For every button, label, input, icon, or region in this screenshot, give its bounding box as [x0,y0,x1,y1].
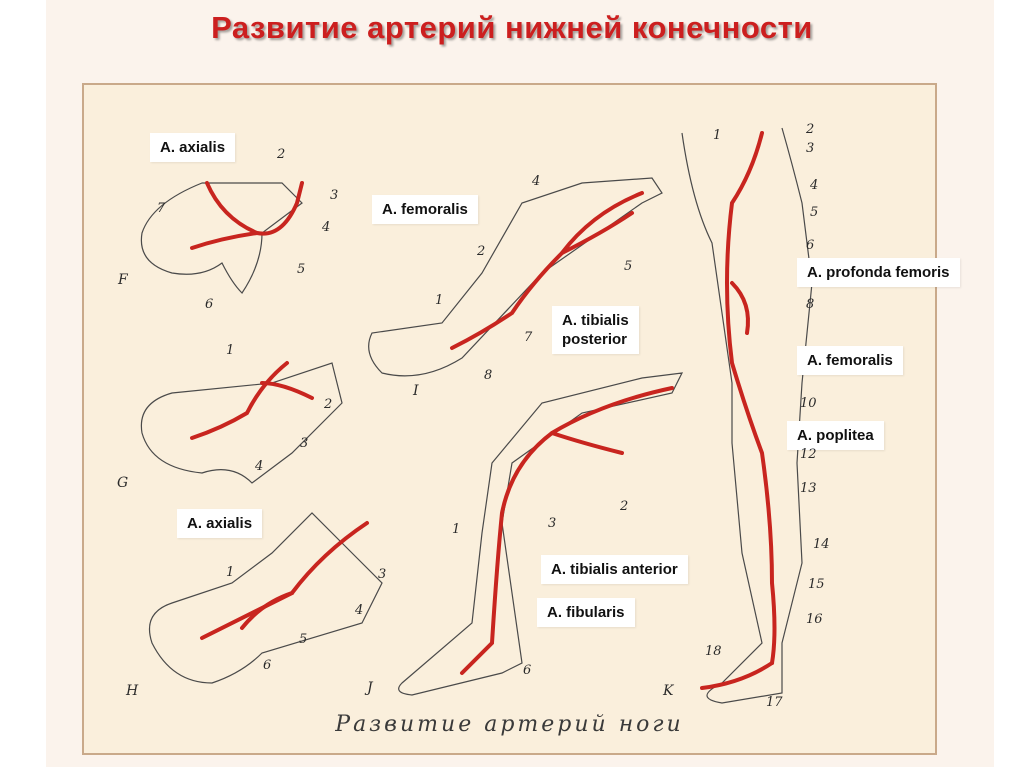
number-j: 2 [620,499,628,514]
number-k: 8 [806,297,814,312]
slide-title: Развитие артерий нижней конечности [0,10,1024,46]
number-h: 3 [378,567,386,582]
number-f: 2 [277,147,285,162]
number-h: 5 [299,632,307,647]
number-k: 18 [705,644,722,659]
stage-letter-g: G [117,475,128,491]
label-femoralis-right: A. femoralis [797,346,903,375]
stage-g-outline [141,363,342,483]
label-tibialis-posterior-line1: A. tibialis [562,311,629,330]
label-profunda-femoris: A. profonda femoris [797,258,960,287]
number-k: 17 [766,695,783,710]
number-k: 5 [810,205,818,220]
number-g: 3 [300,436,308,451]
label-femoralis-mid: A. femoralis [372,195,478,224]
number-j: 6 [523,663,531,678]
number-g: 1 [226,343,234,358]
label-axialis-bottom: A. axialis [177,509,262,538]
artery-g-branch [262,383,312,398]
number-f: 7 [157,201,165,216]
number-k: 15 [808,577,825,592]
number-i: 8 [484,368,492,383]
number-i: 4 [532,174,540,189]
number-k: 2 [806,122,814,137]
label-fibularis: A. fibularis [537,598,635,627]
artery-g-axialis [192,363,287,438]
number-i: 7 [524,330,532,345]
artery-j-branch [552,433,622,453]
number-k: 12 [800,447,817,462]
label-tibialis-posterior: A. tibialis posterior [552,306,639,354]
number-k: 4 [810,178,818,193]
number-j: 1 [452,522,460,537]
artery-k-femoralis [727,133,775,663]
stage-letter-k: K [663,683,673,699]
leg-arteries-illustration [82,83,937,755]
right-margin [994,0,1024,767]
plate-caption: Развитие артерий ноги [82,712,937,737]
stage-letter-j: J [367,680,373,696]
label-axialis-top: A. axialis [150,133,235,162]
number-h: 6 [263,658,271,673]
artery-j-main [462,388,672,673]
number-h: 1 [226,565,234,580]
stage-j-outline [399,373,682,695]
number-h: 4 [355,603,363,618]
number-f: 6 [205,297,213,312]
number-i: 2 [477,244,485,259]
number-g: 4 [255,459,263,474]
stage-letter-f: F [118,272,128,288]
stage-letter-i: I [413,383,419,399]
number-f: 5 [297,262,305,277]
left-margin [0,0,46,767]
number-k: 16 [806,612,823,627]
artery-k-profunda [732,283,748,333]
number-f: 3 [330,188,338,203]
number-k: 1 [713,128,721,143]
stage-letter-h: Н [126,683,138,699]
number-j: 3 [548,516,556,531]
number-k: 13 [800,481,817,496]
label-tibialis-anterior: A. tibialis anterior [541,555,688,584]
label-tibialis-posterior-line2: posterior [562,330,629,349]
artery-f-axialis [207,183,302,234]
number-k: 6 [806,238,814,253]
number-f: 4 [322,220,330,235]
number-i: 1 [435,293,443,308]
artery-f-branch [192,233,257,248]
label-poplitea: A. poplitea [787,421,884,450]
number-k: 10 [800,396,817,411]
number-i: 5 [624,259,632,274]
number-k: 14 [813,537,830,552]
number-k: 3 [806,141,814,156]
artery-k-foot [702,663,772,688]
number-g: 2 [324,397,332,412]
